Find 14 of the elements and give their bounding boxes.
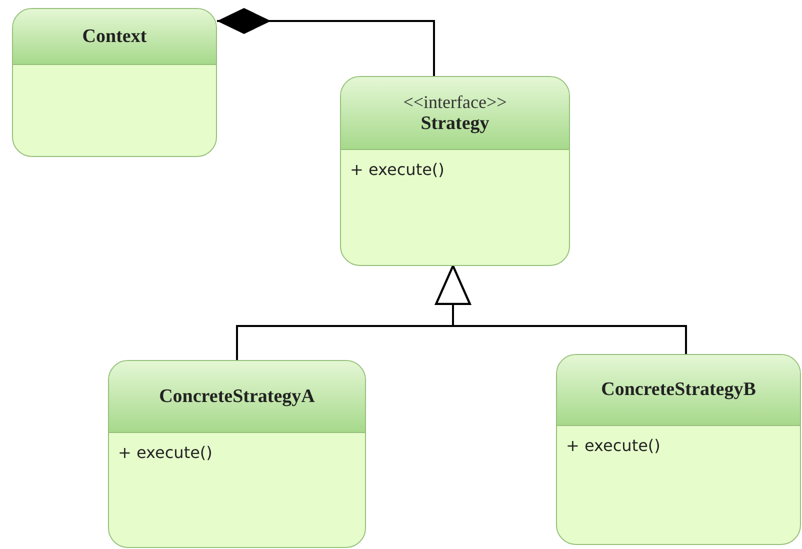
method-label: + execute() (566, 436, 660, 455)
inheritance-arrow (435, 264, 687, 354)
class-name: Context (82, 26, 147, 48)
composition-connector (217, 8, 435, 76)
class-name: ConcreteStrategyA (159, 386, 315, 408)
class-box (340, 76, 570, 266)
class-box (108, 360, 366, 548)
stereotype-label: <<interface>> (403, 92, 507, 112)
class-name: ConcreteStrategyB (601, 379, 756, 401)
class-name: Strategy (420, 112, 490, 134)
method-label: + execute() (118, 443, 212, 462)
class-box (556, 354, 801, 545)
method-label: + execute() (350, 160, 444, 179)
class-box (12, 8, 217, 157)
